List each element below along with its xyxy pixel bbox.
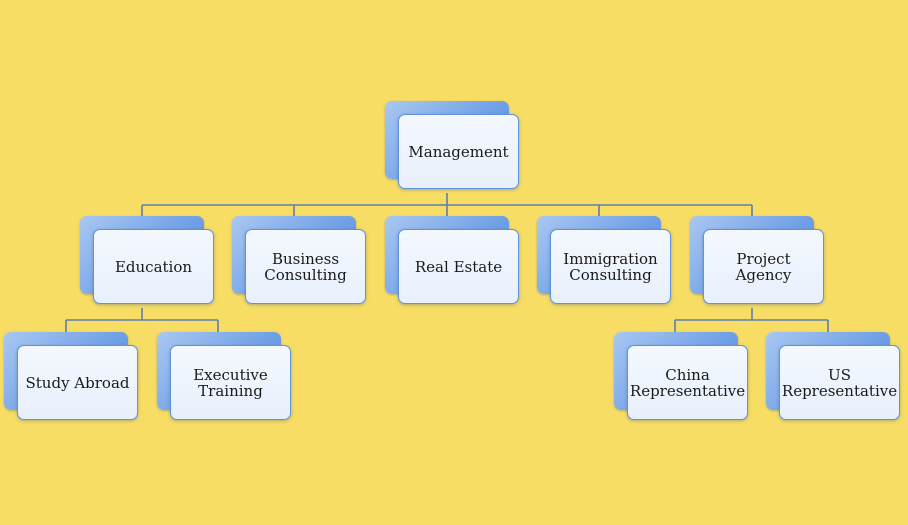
node-business-consulting: Business Consulting	[232, 216, 370, 308]
node-label: US Representative	[781, 365, 898, 400]
node-project-agency: Project Agency	[690, 216, 828, 308]
node-label: Real Estate	[414, 257, 503, 276]
node-immigration-consulting: Immigration Consulting	[537, 216, 675, 308]
node-study-abroad: Study Abroad	[4, 332, 142, 424]
node-management: Management	[385, 101, 523, 193]
node-real-estate: Real Estate	[385, 216, 523, 308]
node-label: Education	[114, 257, 193, 276]
node-executive-training: Executive Training	[157, 332, 295, 424]
node-label: Project Agency	[735, 249, 792, 284]
node-label: Study Abroad	[25, 373, 130, 392]
node-education: Education	[80, 216, 218, 308]
node-label: Management	[408, 142, 509, 161]
node-label: Executive Training	[193, 365, 268, 400]
node-label: Business Consulting	[264, 249, 347, 284]
node-label: China Representative	[629, 365, 746, 400]
node-china-representative: China Representative	[614, 332, 752, 424]
node-label: Immigration Consulting	[563, 249, 658, 284]
node-us-representative: US Representative	[766, 332, 904, 424]
